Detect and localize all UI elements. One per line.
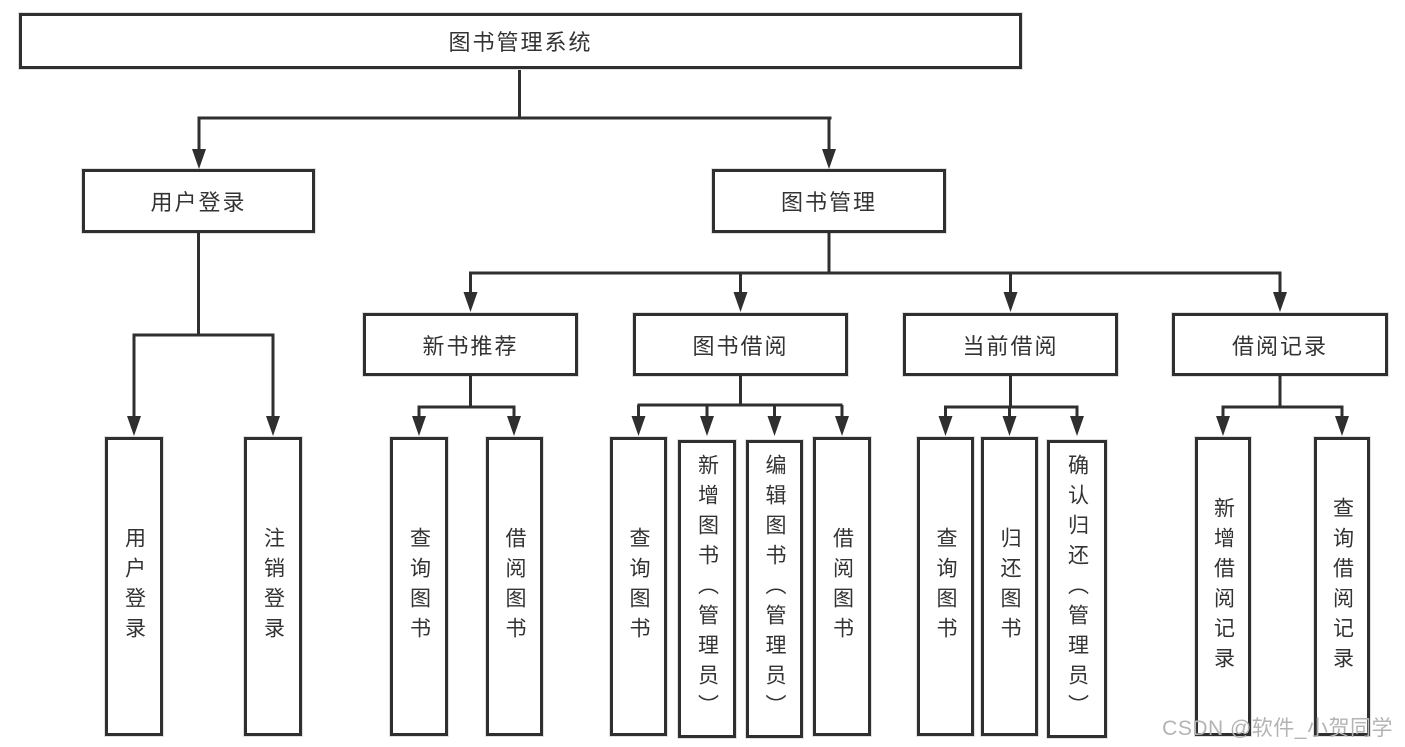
node-borrow-records-label: 借阅记录 [1231, 333, 1328, 359]
node-current-borrow: 当前借阅 [903, 313, 1118, 376]
node-root-label: 图书管理系统 [448, 30, 593, 55]
leaf-add-borrow-record: 新增借阅记录 [1195, 437, 1251, 736]
leaf-user-login: 用户登录 [105, 437, 163, 736]
leaf-return-book-label: 归还图书 [998, 526, 1021, 647]
leaf-query-books-current-label: 查询图书 [934, 526, 957, 647]
leaf-confirm-return-admin: 确认归还（管理员） [1047, 440, 1107, 738]
watermark: CSDN @软件_小贺同学 [1162, 717, 1393, 740]
leaf-borrow-books-borrow-label: 借阅图书 [830, 526, 854, 647]
node-user-login: 用户登录 [82, 169, 315, 233]
leaf-query-books-current: 查询图书 [917, 437, 974, 736]
node-new-book-recommend-label: 新书推荐 [422, 333, 519, 359]
leaf-logout: 注销登录 [244, 437, 302, 736]
node-current-borrow-label: 当前借阅 [962, 333, 1059, 359]
node-book-management-label: 图书管理 [780, 190, 877, 215]
node-borrow-records: 借阅记录 [1172, 313, 1388, 376]
leaf-query-books-borrow: 查询图书 [610, 437, 667, 736]
leaf-query-borrow-record: 查询借阅记录 [1314, 437, 1370, 736]
leaf-query-books-borrow-label: 查询图书 [627, 526, 650, 647]
leaf-borrow-books-recommend: 借阅图书 [486, 437, 543, 736]
leaf-add-book-admin-label: 新增图书（管理员） [695, 454, 719, 724]
node-book-borrow-label: 图书借阅 [692, 333, 789, 359]
node-user-login-label: 用户登录 [150, 190, 247, 215]
node-book-management: 图书管理 [712, 169, 946, 233]
leaf-borrow-books-recommend-label: 借阅图书 [503, 526, 526, 647]
leaf-user-login-label: 用户登录 [122, 526, 146, 647]
leaf-borrow-books-borrow: 借阅图书 [813, 437, 871, 736]
leaf-edit-book-admin: 编辑图书（管理员） [746, 440, 803, 738]
leaf-return-book: 归还图书 [981, 437, 1038, 736]
leaf-add-borrow-record-label: 新增借阅记录 [1211, 496, 1235, 677]
leaf-query-borrow-record-label: 查询借阅记录 [1330, 496, 1354, 677]
leaf-edit-book-admin-label: 编辑图书（管理员） [763, 454, 786, 724]
leaf-logout-label: 注销登录 [261, 526, 285, 647]
leaf-query-books-recommend: 查询图书 [390, 437, 448, 736]
node-book-borrow: 图书借阅 [633, 313, 848, 376]
leaf-query-books-recommend-label: 查询图书 [407, 526, 431, 647]
leaf-confirm-return-admin-label: 确认归还（管理员） [1065, 454, 1089, 724]
leaf-add-book-admin: 新增图书（管理员） [678, 440, 736, 738]
node-new-book-recommend: 新书推荐 [363, 313, 578, 376]
node-root: 图书管理系统 [19, 13, 1022, 69]
